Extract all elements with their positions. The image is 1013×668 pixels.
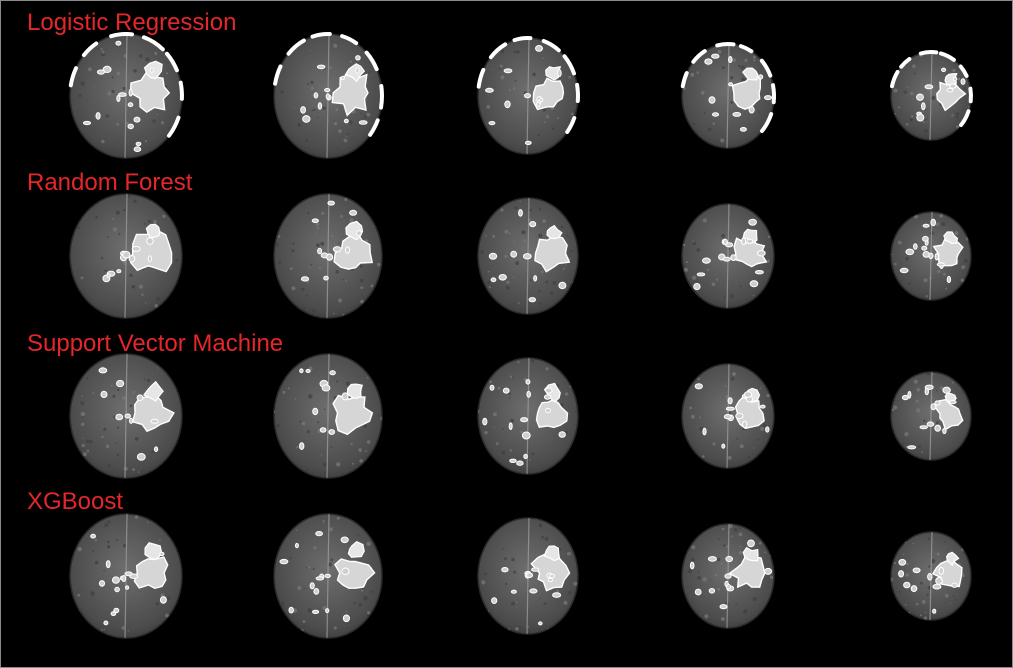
brain-slice-image	[477, 197, 579, 315]
brain-slice-image	[477, 357, 579, 475]
brain-slice-random-forest-4	[670, 192, 786, 320]
brain-slice-xgboost-2	[262, 502, 394, 650]
brain-slice-image	[273, 193, 383, 319]
brain-slice-image	[69, 193, 183, 319]
brain-slice-xgboost-3	[466, 506, 590, 646]
row-label-logistic-regression: Logistic Regression	[27, 9, 237, 36]
brain-slice-xgboost-5	[879, 520, 983, 632]
brain-slice-image	[681, 203, 775, 309]
brain-slice-random-forest-1	[58, 182, 194, 330]
brain-slice-image	[69, 353, 183, 479]
brain-slice-image	[273, 31, 384, 159]
brain-slice-image	[68, 32, 184, 159]
brain-slice-image	[273, 513, 383, 639]
row-label-xgboost: XGBoost	[27, 488, 124, 515]
brain-slice-image	[890, 371, 972, 461]
brain-slice-image	[273, 353, 383, 479]
brain-slice-image	[890, 211, 972, 301]
brain-slice-random-forest-2	[262, 182, 394, 330]
brain-slice-logistic-regression-4	[670, 32, 786, 160]
brain-slice-random-forest-3	[466, 186, 590, 326]
row-label-support-vector-machine: Support Vector Machine	[27, 330, 284, 357]
brain-slice-logistic-regression-3	[466, 26, 590, 166]
brain-slice-logistic-regression-2	[262, 22, 394, 170]
brain-slice-support-vector-machine-4	[670, 352, 786, 480]
brain-slice-image	[477, 517, 579, 635]
brain-slice-xgboost-4	[670, 512, 786, 640]
brain-slice-random-forest-5	[879, 200, 983, 312]
brain-slice-image	[681, 523, 775, 629]
row-label-random-forest: Random Forest	[27, 169, 193, 196]
brain-slice-support-vector-machine-2	[262, 342, 394, 490]
brain-slice-support-vector-machine-3	[466, 346, 590, 486]
brain-slice-image	[476, 36, 580, 155]
brain-slice-logistic-regression-1	[58, 22, 194, 170]
brain-slice-xgboost-1	[58, 502, 194, 650]
brain-slice-logistic-regression-5	[879, 40, 983, 152]
brain-slice-image	[890, 531, 972, 621]
brain-slice-image	[890, 50, 973, 141]
brain-slice-support-vector-machine-1	[58, 342, 194, 490]
brain-slice-image	[680, 42, 776, 149]
brain-slice-image	[69, 513, 183, 639]
brain-slice-support-vector-machine-5	[879, 360, 983, 472]
brain-slice-image	[681, 363, 775, 469]
